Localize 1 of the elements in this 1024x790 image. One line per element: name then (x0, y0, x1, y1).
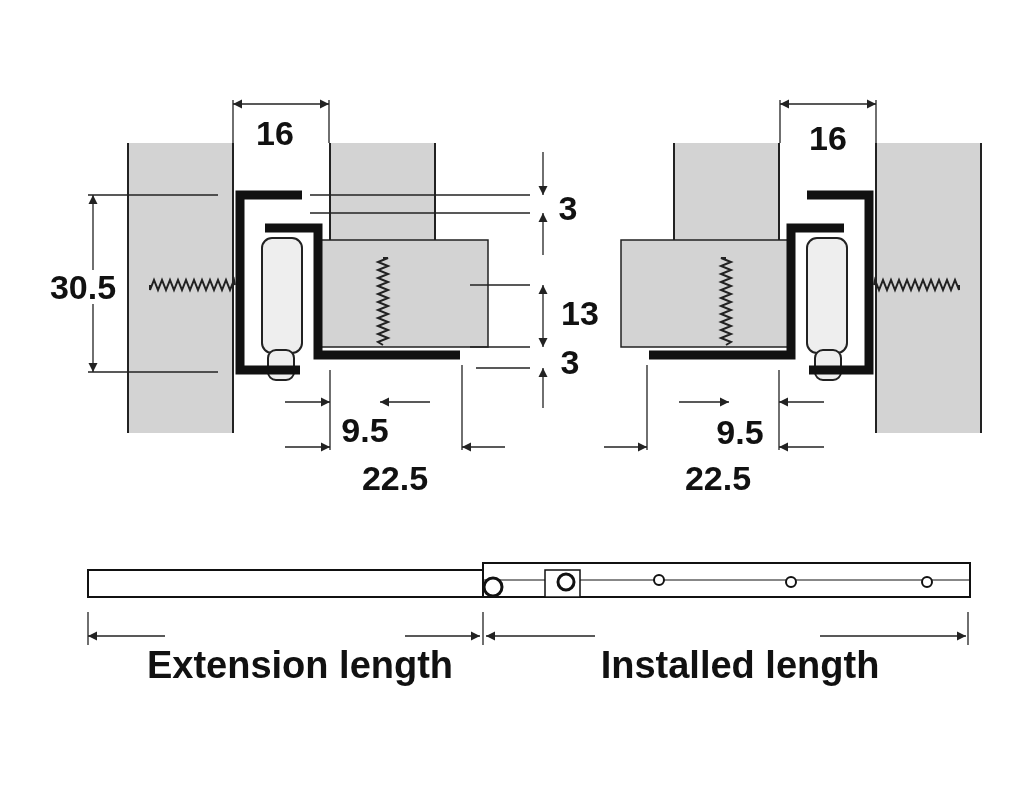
dimension-label: 30.5 (49, 270, 117, 304)
